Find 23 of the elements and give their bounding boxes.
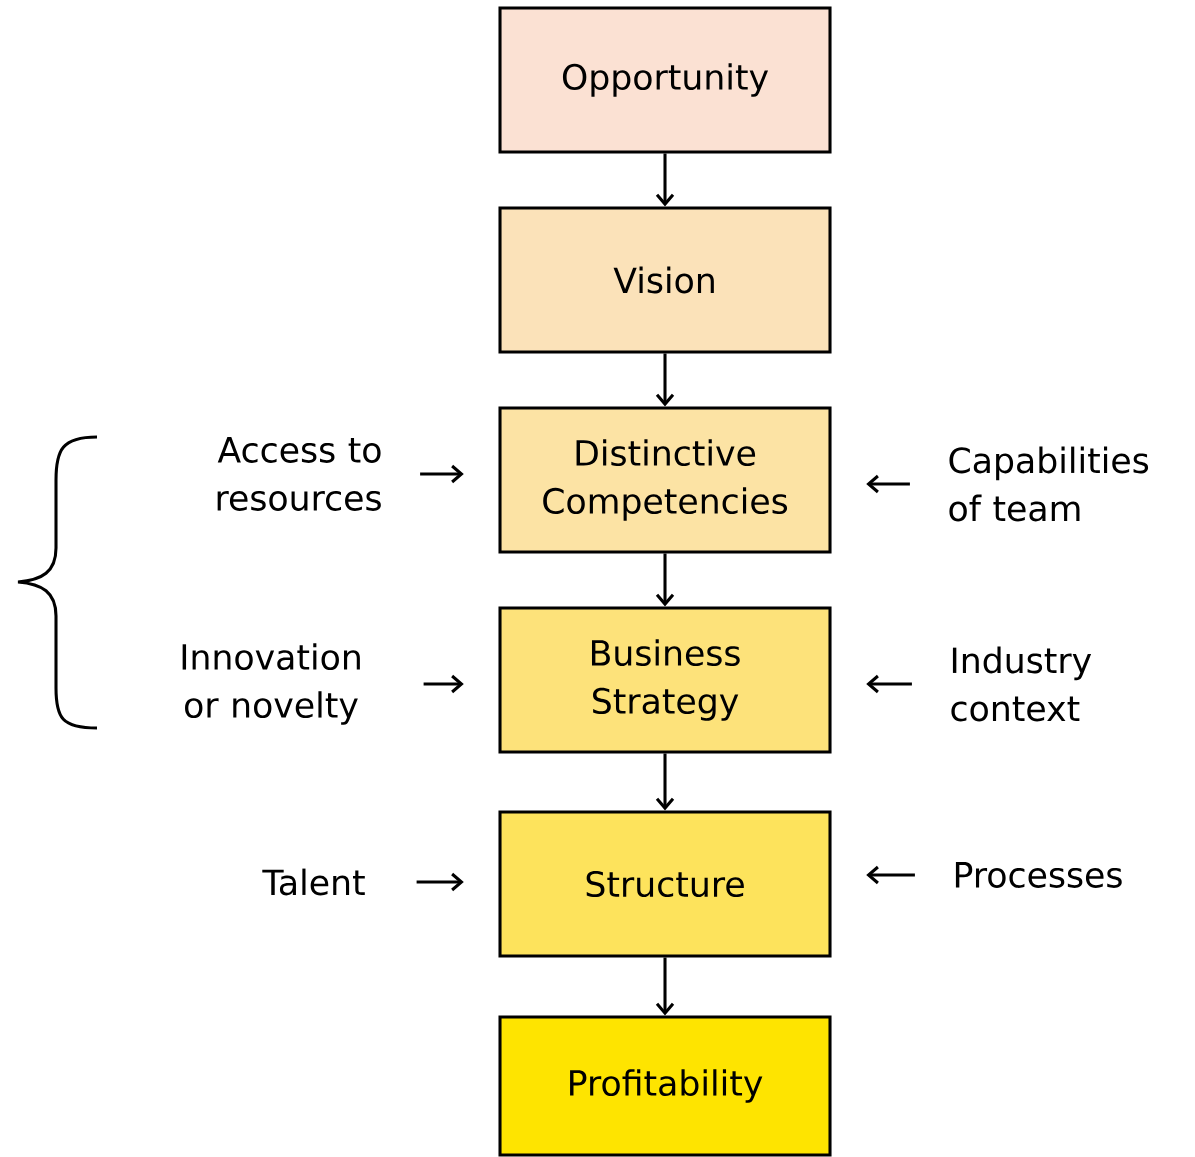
process-box: Business Strategy xyxy=(498,606,832,754)
process-box: Distinctive Competencies xyxy=(498,406,832,554)
arrow xyxy=(655,553,675,607)
arrow xyxy=(655,753,675,811)
arrow xyxy=(866,674,912,694)
process-box: Vision xyxy=(498,206,832,354)
process-box: Structure xyxy=(498,810,832,958)
arrow xyxy=(866,865,915,885)
factor-label: Industry context xyxy=(951,646,1092,722)
factor-label: Talent xyxy=(262,868,365,896)
arrow xyxy=(420,464,464,484)
arrow xyxy=(416,872,464,892)
process-box: Profitability xyxy=(498,1015,832,1157)
factor-label: Capabilities of team xyxy=(949,446,1149,522)
arrow xyxy=(655,153,675,207)
arrow xyxy=(655,353,675,407)
arrow xyxy=(423,674,464,694)
factor-label: Processes xyxy=(955,862,1122,888)
arrow xyxy=(866,474,910,494)
factor-label: Access to resources xyxy=(217,437,381,511)
factor-label: Innovation or novelty xyxy=(182,643,360,725)
process-box: Opportunity xyxy=(498,6,832,154)
arrow xyxy=(655,957,675,1016)
